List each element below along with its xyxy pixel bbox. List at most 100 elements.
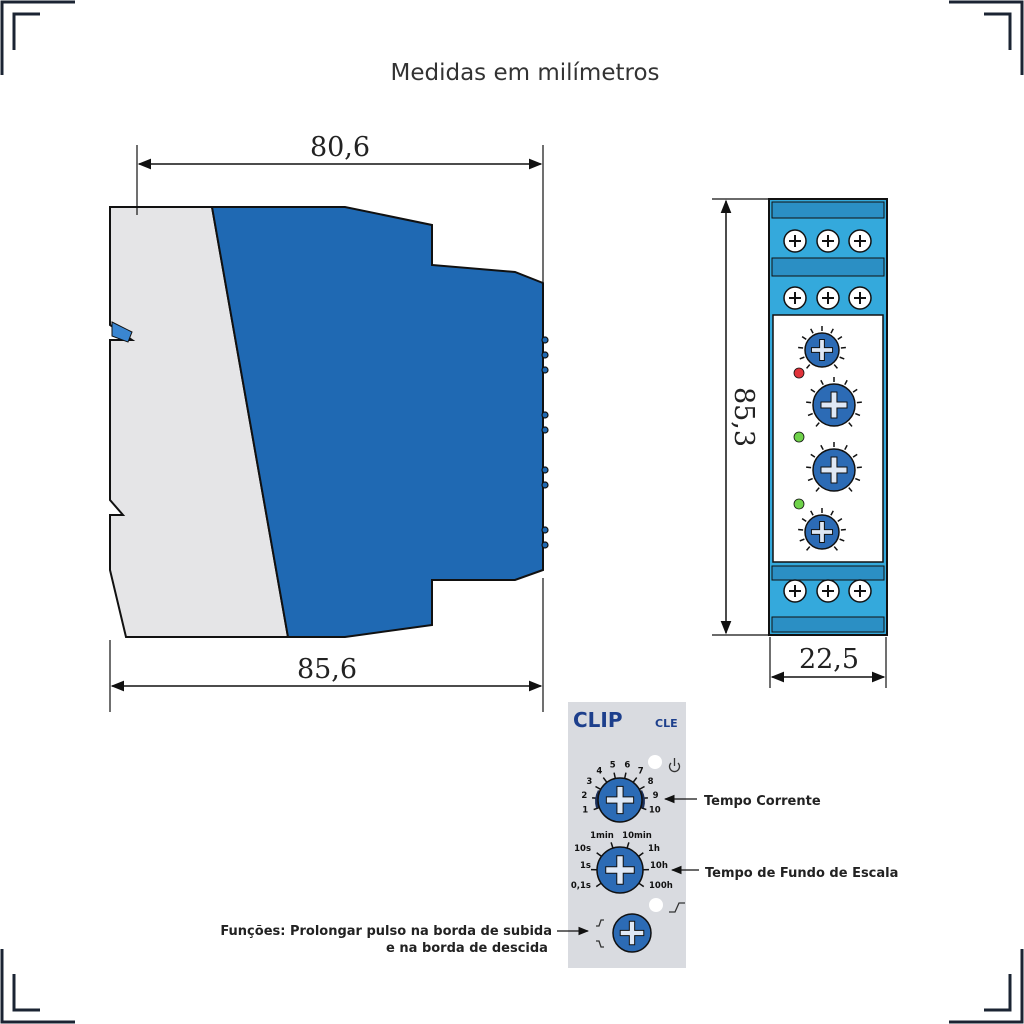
dial-tick (844, 379, 848, 386)
dial-cross-slot (810, 338, 834, 362)
dial-scale-label: 10h (650, 861, 668, 871)
dial-scale-label: 7 (638, 767, 644, 777)
bottom-dimension: 85,6 (109, 578, 544, 712)
dial-scale-label: 8 (648, 777, 654, 787)
side-blue-body (210, 206, 544, 638)
edge-icons (596, 919, 604, 948)
dial-tick (839, 538, 845, 542)
model-label: CLE (655, 717, 678, 730)
dial-scale-label: 1s (580, 861, 591, 871)
dial-tick (840, 346, 846, 349)
dial-tick (856, 466, 862, 469)
dial-tick (830, 510, 834, 516)
bottom-width-label: 85,6 (297, 654, 357, 685)
dial-tick (623, 772, 627, 779)
dial-cross-slot (820, 456, 848, 484)
top-dimension: 80,6 (136, 132, 544, 285)
height-label: 85,3 (728, 387, 759, 447)
dial-tick (632, 777, 638, 783)
funcoes-label-line2: e na borda de descida (386, 941, 548, 956)
dial-tick (807, 412, 813, 417)
front-dials (798, 326, 862, 551)
power-icon (668, 758, 681, 773)
tempo-corrente-label: Tempo Corrente (704, 794, 821, 809)
dial-scale-label: 4 (596, 767, 602, 777)
page-title: Medidas em milímetros (391, 60, 660, 86)
dial-tick (820, 379, 824, 386)
dial-tick (837, 517, 843, 522)
funcoes-dial[interactable] (612, 913, 652, 953)
dial-cross-slot (605, 785, 635, 815)
led-green (793, 431, 805, 443)
front-width-dimension: 22,5 (769, 637, 887, 688)
dial-tick (638, 882, 645, 888)
dial-tick (807, 477, 813, 482)
dial-tick (806, 466, 812, 469)
screw-slot (822, 292, 834, 304)
dial-scale-label: 10 (649, 805, 661, 815)
dial-cross-slot (820, 391, 848, 419)
dial-tick (855, 412, 861, 417)
screw-slot (854, 292, 866, 304)
top-width-label: 80,6 (310, 132, 370, 163)
dial-scale-label: 10s (574, 844, 591, 854)
dial-tick (640, 806, 647, 811)
dial-scale-label: 3 (586, 777, 592, 787)
dial-tick (810, 453, 816, 458)
tempo-fundo-label: Tempo de Fundo de Escala (705, 866, 898, 881)
dial-tick (855, 477, 861, 482)
dial-scale-label: 2 (581, 791, 587, 801)
dial-tick (810, 510, 814, 516)
callouts: Tempo Corrente Tempo de Fundo de Escala … (220, 794, 898, 956)
dial-tick (830, 328, 834, 334)
brand-logo: CLIP (573, 708, 623, 732)
dial-scale-label: 1h (648, 844, 660, 854)
dial-scale-label: 1 (582, 805, 588, 815)
screw-slot (789, 292, 801, 304)
dial-tick (626, 842, 630, 849)
dial-scale-label: 1min (590, 831, 614, 841)
dial-tick (833, 364, 839, 369)
function-led (649, 898, 663, 912)
front-width-label: 22,5 (799, 644, 859, 675)
dial-tick (856, 401, 862, 404)
dial-tick (820, 444, 824, 451)
funcoes-label-line1: Funções: Prolongar pulso na borda de sub… (220, 924, 552, 939)
dial-tick (840, 528, 846, 531)
rising-edge-icon (669, 902, 685, 913)
dial-tick (848, 422, 853, 427)
dial-scale-label: 6 (624, 761, 630, 771)
dial-tick (602, 777, 608, 783)
dial-tick (810, 388, 816, 393)
screw-slot (822, 235, 834, 247)
dial-cross-slot (619, 920, 645, 946)
dial-tick (593, 806, 600, 811)
din-clip (111, 321, 133, 343)
dial-tick (596, 852, 602, 857)
terminal-screws (783, 229, 872, 603)
screw-slot (854, 235, 866, 247)
dial-tick (844, 444, 848, 451)
dial-tick (805, 364, 811, 369)
dial-tick (810, 328, 814, 334)
dial-tick (595, 882, 602, 888)
height-dimension: 85,3 (712, 198, 770, 636)
screw-slot (789, 235, 801, 247)
dial-tick (798, 528, 804, 531)
side-view (109, 206, 549, 638)
dial-scale-label: 5 (610, 761, 616, 771)
dial-tick (613, 772, 617, 779)
dial-tick (852, 453, 858, 458)
dial-tick (801, 517, 807, 522)
dial-tick (798, 346, 804, 349)
dial-tick (799, 356, 805, 360)
dial-tick (815, 487, 820, 492)
screw-slot (822, 585, 834, 597)
led-red (793, 367, 805, 379)
dial-tick (837, 335, 843, 340)
dial-scale-label: 10min (622, 831, 652, 841)
